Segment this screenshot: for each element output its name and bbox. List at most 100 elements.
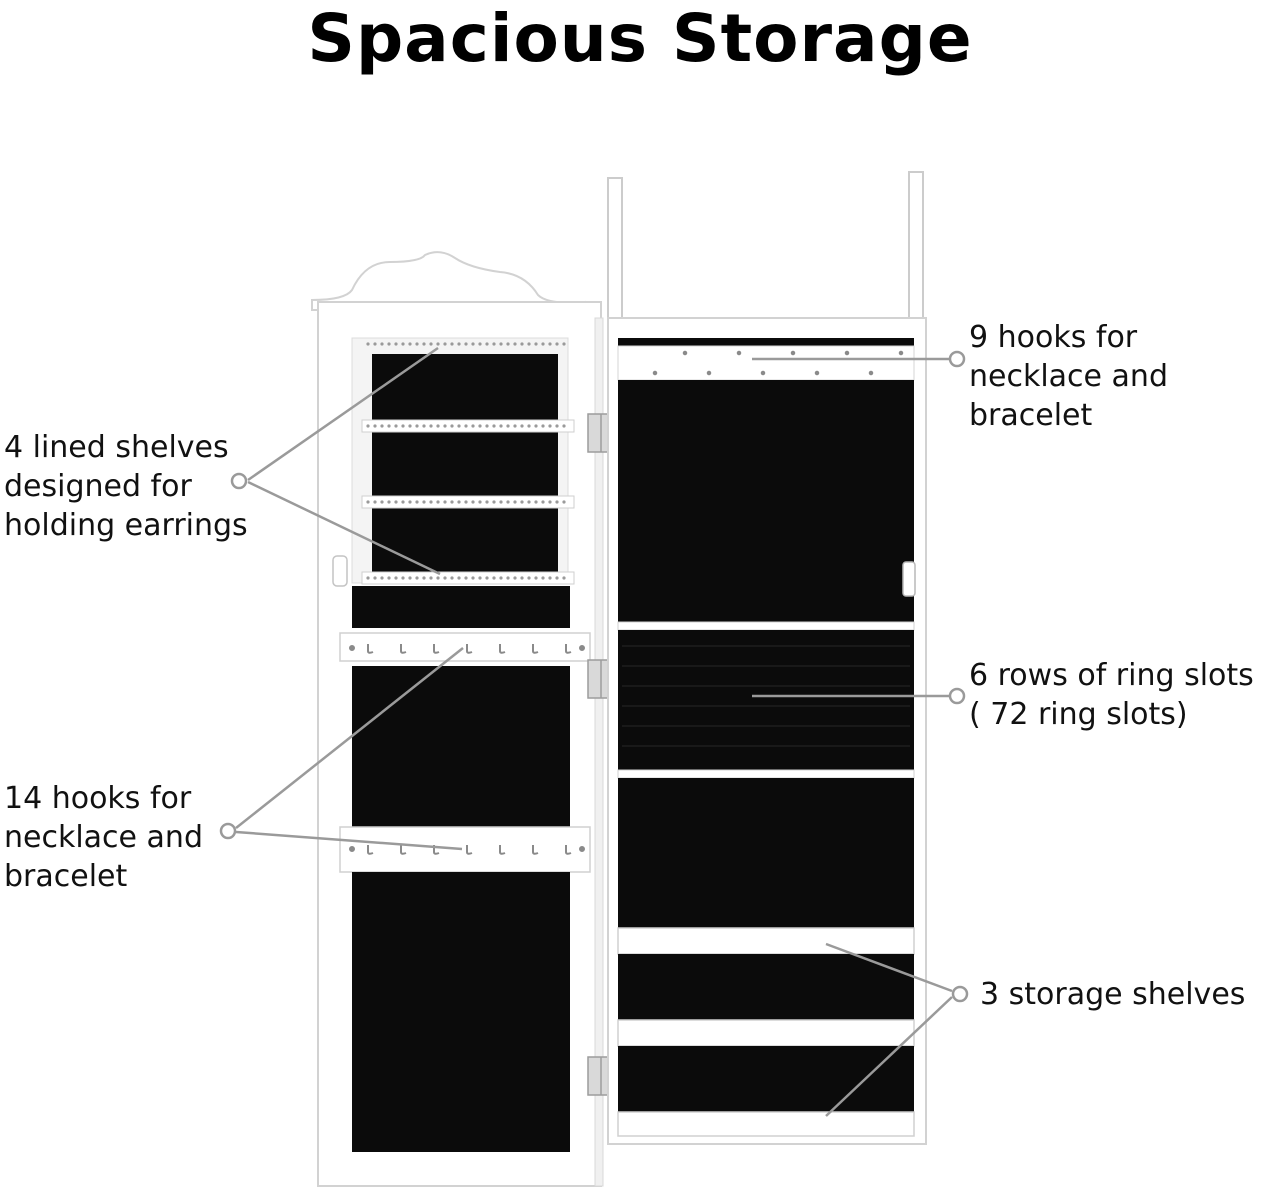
- earring-hole: [555, 424, 559, 428]
- leader-dot-storage: [951, 985, 969, 1003]
- earring-hole: [485, 500, 489, 504]
- earring-hole: [492, 576, 496, 580]
- hook-peg: [844, 350, 850, 356]
- earring-hole: [443, 500, 447, 504]
- earring-hole: [373, 500, 377, 504]
- earring-hole: [394, 576, 398, 580]
- earring-hole: [464, 342, 468, 346]
- earring-hole: [401, 500, 405, 504]
- earring-hole: [366, 500, 370, 504]
- earring-hole: [478, 576, 482, 580]
- bar-screw: [579, 645, 585, 651]
- bar-screw: [349, 846, 355, 852]
- leader-dot-ring-slots: [948, 687, 966, 705]
- earring-hole: [464, 576, 468, 580]
- door-hook-bar-lower: [339, 826, 591, 873]
- earring-hole: [422, 576, 426, 580]
- earring-hole: [506, 500, 510, 504]
- earring-hole: [387, 500, 391, 504]
- earring-hole: [380, 424, 384, 428]
- necklace-hook: [367, 644, 374, 654]
- earring-hole: [513, 424, 517, 428]
- earring-hole: [541, 500, 545, 504]
- earring-hole: [429, 500, 433, 504]
- earring-hole: [380, 342, 384, 346]
- earring-hole: [527, 342, 531, 346]
- necklace-hook: [367, 845, 374, 855]
- earring-hole: [373, 342, 377, 346]
- earring-hole: [471, 500, 475, 504]
- necklace-hook: [433, 644, 440, 654]
- earring-hole: [429, 342, 433, 346]
- necklace-hook: [433, 845, 440, 855]
- earring-hole: [422, 500, 426, 504]
- hook-peg: [652, 370, 658, 376]
- top-lining-strip: [618, 338, 914, 346]
- earring-hole: [408, 576, 412, 580]
- callout-14-hooks: 14 hooks for necklace and bracelet: [4, 781, 203, 894]
- earring-hole: [520, 576, 524, 580]
- earring-hole: [548, 424, 552, 428]
- hook-peg: [682, 350, 688, 356]
- earring-hole: [492, 424, 496, 428]
- hook-peg: [790, 350, 796, 356]
- earring-section-1: [372, 354, 558, 420]
- upper-compartment: [618, 380, 914, 622]
- earring-hole: [520, 500, 524, 504]
- necklace-hook: [466, 845, 473, 855]
- earring-hole: [485, 424, 489, 428]
- storage-shelf-2: [617, 1019, 915, 1047]
- shelf-divider-2: [617, 769, 915, 779]
- earring-hole: [450, 500, 454, 504]
- earring-hole: [548, 576, 552, 580]
- callout-lined-shelves: 4 lined shelves designed for holding ear…: [4, 430, 248, 543]
- earring-hole: [415, 576, 419, 580]
- earring-hole: [485, 342, 489, 346]
- earring-hole: [562, 342, 566, 346]
- earring-hole: [506, 342, 510, 346]
- hook-peg: [898, 350, 904, 356]
- earring-hole: [366, 576, 370, 580]
- earring-hole: [408, 500, 412, 504]
- earring-hole: [436, 576, 440, 580]
- necklace-hook: [499, 845, 506, 855]
- bar-screw: [349, 645, 355, 651]
- earring-hole: [380, 576, 384, 580]
- callout-9-hooks: 9 hooks for necklace and bracelet: [969, 320, 1168, 433]
- earring-hole: [436, 500, 440, 504]
- earring-hole: [471, 342, 475, 346]
- earring-hole: [422, 342, 426, 346]
- earring-hole: [443, 576, 447, 580]
- storage-shelf-1: [617, 927, 915, 955]
- necklace-hook: [565, 845, 572, 855]
- door-hooks: [349, 644, 585, 855]
- earring-hole: [513, 342, 517, 346]
- over-door-hook-left: [607, 177, 623, 321]
- earring-hole: [555, 576, 559, 580]
- storage-space-2: [618, 1046, 914, 1112]
- earring-hole: [457, 342, 461, 346]
- earring-hole: [450, 576, 454, 580]
- earring-hole: [443, 342, 447, 346]
- earring-hole: [527, 576, 531, 580]
- door-lining-middle: [352, 666, 570, 832]
- leader-storage-a: [825, 942, 953, 993]
- earring-hole: [464, 500, 468, 504]
- earring-hole: [387, 424, 391, 428]
- necklace-hook: [499, 644, 506, 654]
- earring-hole: [478, 342, 482, 346]
- shelf-divider-1: [617, 621, 915, 631]
- cabinet-hooks: [652, 350, 904, 376]
- hook-peg: [706, 370, 712, 376]
- earring-hole: [387, 342, 391, 346]
- earring-hole: [450, 424, 454, 428]
- earring-hole: [534, 576, 538, 580]
- leader-lines: [219, 346, 969, 1117]
- leader-hooks14-a: [235, 647, 464, 829]
- earring-bar-2: [361, 495, 575, 509]
- earring-hole: [436, 342, 440, 346]
- earring-hole: [443, 424, 447, 428]
- earring-hole: [450, 342, 454, 346]
- door-edge: [594, 317, 604, 1187]
- door-lining-lower: [352, 872, 570, 1152]
